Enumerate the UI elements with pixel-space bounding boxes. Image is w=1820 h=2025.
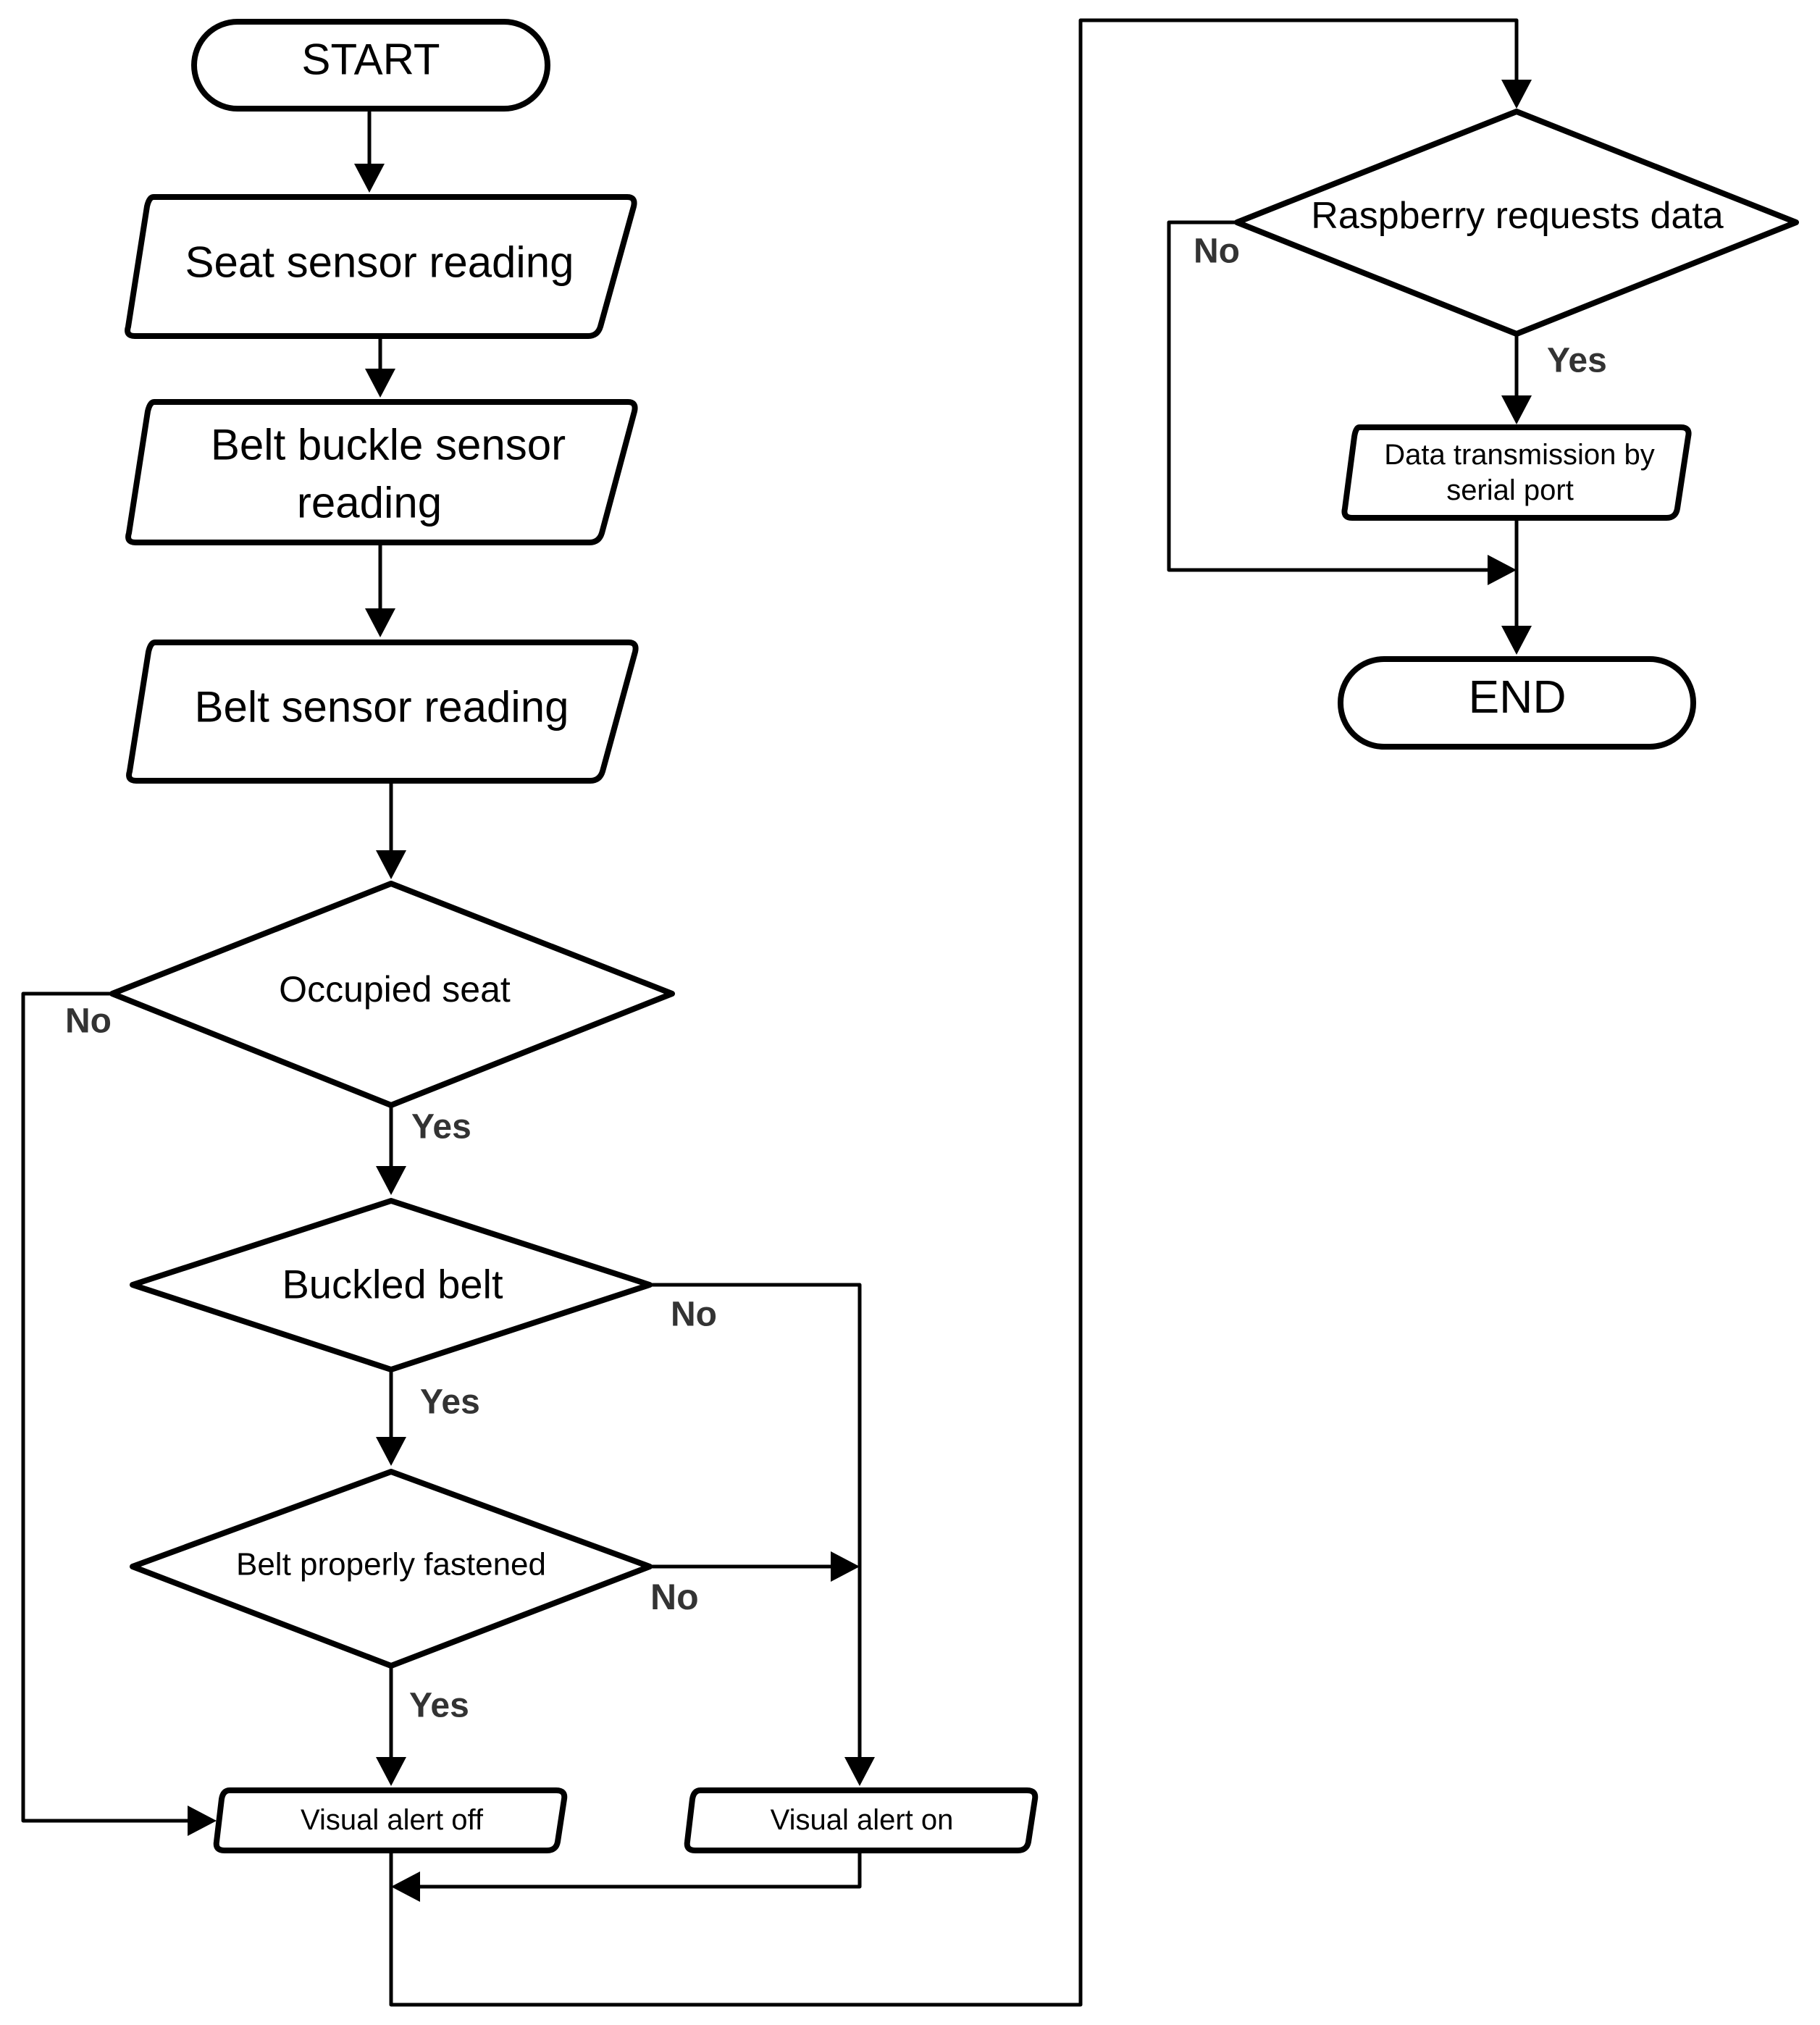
arrowhead bbox=[354, 164, 385, 193]
properly-fastened-decision: Belt properly fastened bbox=[130, 1469, 653, 1669]
buckled-belt-decision: Buckled belt bbox=[130, 1198, 653, 1372]
branch-label-fastened-no: No bbox=[650, 1577, 699, 1617]
arrowhead bbox=[391, 1871, 420, 1902]
buckle-sensor-label-line1: Belt buckle sensor bbox=[211, 421, 566, 469]
data-transmission-label-line2: serial port bbox=[1446, 474, 1574, 506]
end-label: END bbox=[1468, 671, 1566, 723]
nodes: START Seat sensor reading Belt buckle se… bbox=[109, 19, 1799, 1853]
occupied-seat-decision: Occupied seat bbox=[109, 881, 675, 1108]
arrowhead bbox=[1501, 626, 1532, 655]
data-transmission-output: Data transmission by serial port bbox=[1341, 424, 1692, 521]
arrowhead bbox=[376, 850, 406, 879]
arrowhead bbox=[831, 1551, 860, 1582]
alert-off-label: Visual alert off bbox=[301, 1804, 484, 1836]
alert-on-label: Visual alert on bbox=[771, 1804, 954, 1836]
edge-occupied-no bbox=[21, 991, 194, 1823]
arrowhead bbox=[376, 1166, 406, 1195]
branch-label-buckled-yes: Yes bbox=[420, 1383, 480, 1422]
arrowhead bbox=[365, 369, 395, 398]
properly-fastened-label: Belt properly fastened bbox=[236, 1547, 546, 1582]
arrowhead bbox=[376, 1437, 406, 1466]
alert-on-output: Visual alert on bbox=[684, 1787, 1039, 1853]
branch-label-occupied-yes: Yes bbox=[411, 1108, 471, 1146]
branch-label-occupied-no: No bbox=[65, 1002, 112, 1041]
arrowhead bbox=[188, 1806, 217, 1836]
edge-request-no bbox=[1167, 220, 1494, 572]
connectors bbox=[21, 18, 1532, 2007]
arrowhead bbox=[844, 1757, 875, 1786]
edge-buckled-no bbox=[647, 1283, 862, 1764]
edge-alert-on-merge bbox=[414, 1849, 862, 1889]
arrowhead bbox=[1501, 395, 1532, 424]
branch-label-request-no: No bbox=[1194, 232, 1240, 271]
belt-sensor-input: Belt sensor reading bbox=[126, 640, 639, 784]
start-terminator: START bbox=[191, 19, 550, 112]
alert-off-output: Visual alert off bbox=[213, 1787, 568, 1853]
buckle-sensor-input: Belt buckle sensor reading bbox=[125, 399, 638, 545]
branch-label-fastened-yes: Yes bbox=[409, 1687, 469, 1725]
arrowhead bbox=[365, 608, 395, 637]
branch-label-buckled-no: No bbox=[671, 1296, 717, 1334]
arrowhead bbox=[376, 1757, 406, 1786]
belt-sensor-label: Belt sensor reading bbox=[195, 683, 569, 731]
branch-label-request-yes: Yes bbox=[1547, 342, 1607, 380]
arrowhead bbox=[1488, 555, 1517, 585]
data-transmission-label-line1: Data transmission by bbox=[1384, 439, 1654, 471]
edge-loop-to-raspberry bbox=[389, 18, 1519, 2007]
buckled-belt-label: Buckled belt bbox=[282, 1262, 503, 1307]
end-terminator: END bbox=[1338, 656, 1696, 750]
raspberry-request-label: Raspberry requests data bbox=[1311, 195, 1723, 237]
branch-labels: Yes No Yes No Yes No Yes No bbox=[65, 232, 1607, 1725]
start-label: START bbox=[301, 35, 440, 84]
seat-sensor-input: Seat sensor reading bbox=[125, 194, 637, 339]
raspberry-request-decision: Raspberry requests data bbox=[1234, 109, 1799, 337]
buckle-sensor-label-line2: reading bbox=[297, 479, 442, 527]
seat-sensor-label: Seat sensor reading bbox=[185, 238, 574, 287]
arrowhead bbox=[1501, 80, 1532, 109]
occupied-seat-label: Occupied seat bbox=[279, 969, 511, 1010]
